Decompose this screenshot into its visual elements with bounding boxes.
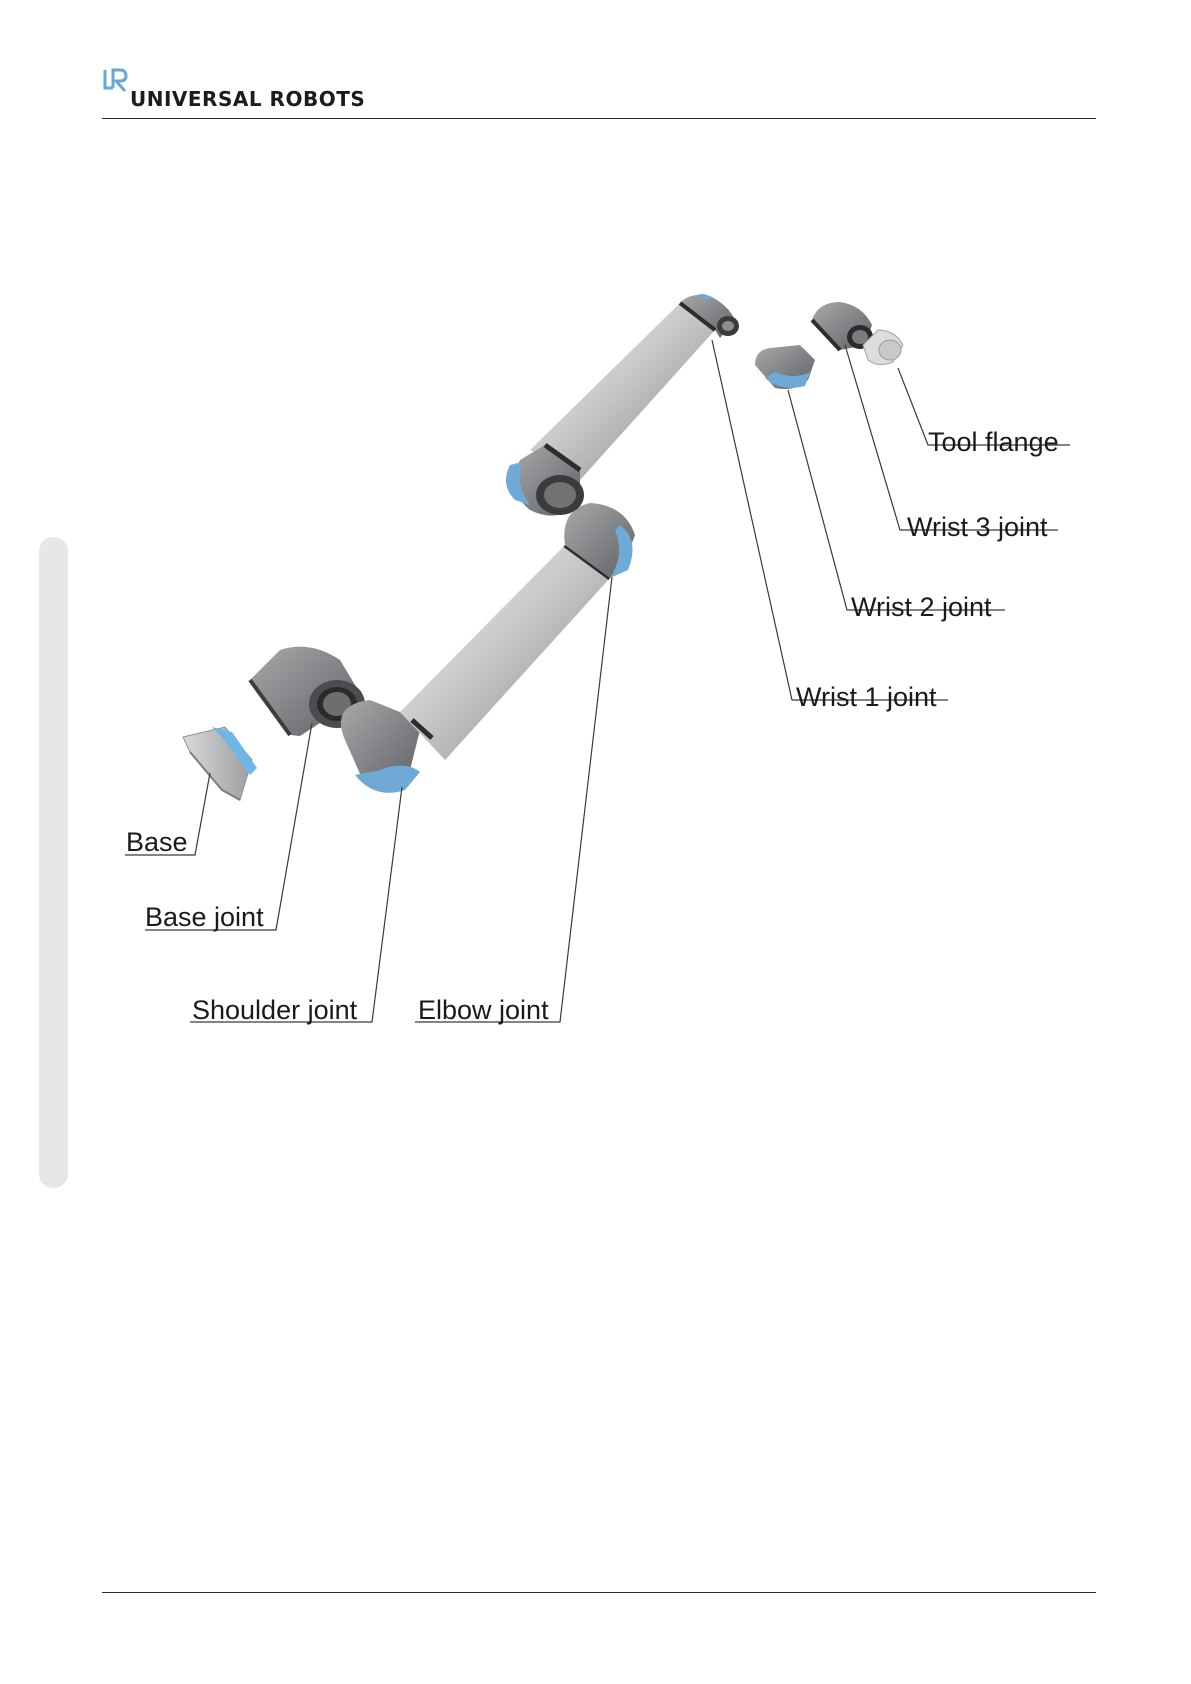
label-wrist2-joint: Wrist 2 joint [851, 594, 992, 621]
base-part [183, 727, 257, 800]
footer-divider [102, 1592, 1096, 1593]
label-shoulder-joint: Shoulder joint [192, 997, 357, 1024]
label-base: Base [126, 829, 188, 856]
wrist2-part [755, 345, 815, 389]
forearm-part [506, 294, 739, 516]
label-wrist1-joint: Wrist 1 joint [796, 684, 937, 711]
label-base-joint: Base joint [145, 904, 264, 931]
wrist3-part [812, 302, 873, 350]
label-elbow-joint: Elbow joint [418, 997, 549, 1024]
shoulder-and-upper-arm [341, 545, 610, 793]
label-tool-flange: Tool flange [928, 429, 1059, 456]
label-wrist3-joint: Wrist 3 joint [907, 514, 1048, 541]
